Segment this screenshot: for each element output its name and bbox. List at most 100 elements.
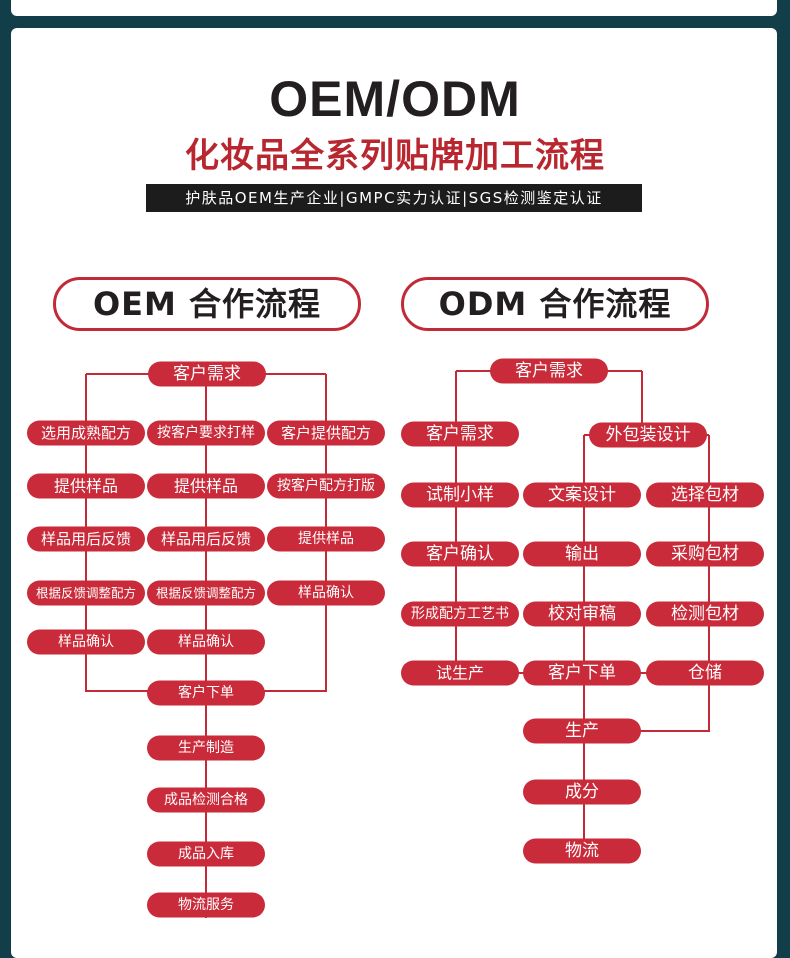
odm-step-shape <box>523 541 641 567</box>
oem-step-label: 客户下单 <box>178 684 234 701</box>
odm-heading: ODM 合作流程 <box>401 277 709 331</box>
odm-step-node: 客户下单 <box>523 660 641 686</box>
odm-step-node: 客户需求 <box>490 358 608 384</box>
oem-step-node: 样品用后反馈 <box>27 526 145 552</box>
odm-step-node: 输出 <box>523 541 641 567</box>
odm-step-shape <box>646 660 764 686</box>
oem-step-shape <box>27 473 145 499</box>
odm-step-label: 试制小样 <box>426 485 494 505</box>
odm-step-label: 校对审稿 <box>548 604 616 624</box>
odm-step-node: 外包装设计 <box>589 422 707 448</box>
oem-step-shape <box>267 526 385 552</box>
odm-step-node: 试生产 <box>401 660 519 686</box>
odm-step-label: 物流 <box>565 841 599 861</box>
odm-step-shape <box>523 718 641 744</box>
odm-step-label: 客户下单 <box>548 663 616 683</box>
odm-step-label: 试生产 <box>436 664 484 683</box>
oem-step-node: 按客户配方打版 <box>267 473 385 499</box>
oem-step-shape <box>147 680 265 706</box>
oem-heading: OEM 合作流程 <box>53 277 361 331</box>
odm-step-shape <box>523 838 641 864</box>
oem-step-label: 客户提供配方 <box>281 424 371 442</box>
oem-step-node: 按客户要求打样 <box>147 420 265 446</box>
oem-step-shape <box>147 526 265 552</box>
oem-step-shape <box>267 473 385 499</box>
oem-step-shape <box>147 473 265 499</box>
oem-step-node: 样品确认 <box>147 629 265 655</box>
oem-step-shape <box>27 629 145 655</box>
oem-step-shape <box>267 580 385 606</box>
odm-step-shape <box>401 421 519 447</box>
oem-step-node: 根据反馈调整配方 <box>147 580 265 606</box>
oem-step-label: 样品确认 <box>298 585 354 601</box>
oem-step-node: 客户下单 <box>147 680 265 706</box>
odm-step-node: 客户确认 <box>401 541 519 567</box>
odm-step-shape <box>523 482 641 508</box>
certification-banner: 护肤品OEM生产企业|GMPC实力认证|SGS检测鉴定认证 <box>146 184 642 212</box>
oem-step-label: 选用成熟配方 <box>41 424 131 442</box>
oem-step-shape <box>267 420 385 446</box>
odm-step-label: 客户确认 <box>426 544 494 564</box>
oem-step-label: 成品入库 <box>178 846 234 862</box>
oem-step-label: 提供样品 <box>298 531 354 547</box>
oem-step-node: 生产制造 <box>147 735 265 761</box>
odm-step-label: 仓储 <box>688 663 722 683</box>
odm-step-label: 采购包材 <box>671 544 739 564</box>
odm-step-label: 客户需求 <box>515 361 583 381</box>
oem-step-label: 提供样品 <box>54 477 118 496</box>
oem-step-label: 样品确认 <box>58 634 114 650</box>
odm-step-shape <box>523 660 641 686</box>
oem-step-shape <box>148 361 266 387</box>
oem-step-shape <box>147 841 265 867</box>
oem-step-node: 样品确认 <box>267 580 385 606</box>
odm-step-node: 试制小样 <box>401 482 519 508</box>
page-subtitle: 化妆品全系列贴牌加工流程 <box>185 136 605 176</box>
oem-step-label: 按客户要求打样 <box>157 424 255 441</box>
flow-connector <box>584 435 710 732</box>
odm-step-shape <box>523 779 641 805</box>
odm-step-shape <box>523 601 641 627</box>
odm-step-shape <box>401 541 519 567</box>
oem-step-node: 样品用后反馈 <box>147 526 265 552</box>
oem-step-node: 根据反馈调整配方 <box>27 580 145 606</box>
odm-step-node: 采购包材 <box>646 541 764 567</box>
odm-step-node: 成分 <box>523 779 641 805</box>
odm-step-shape <box>401 660 519 686</box>
oem-step-label: 物流服务 <box>178 897 234 913</box>
odm-step-node: 客户需求 <box>401 421 519 447</box>
page-title: OEM/ODM <box>269 71 521 127</box>
odm-step-label: 成分 <box>565 782 599 802</box>
odm-step-label: 文案设计 <box>548 485 616 505</box>
odm-step-shape <box>490 358 608 384</box>
top-card-edge <box>11 0 777 16</box>
odm-step-label: 形成配方工艺书 <box>411 606 509 622</box>
oem-step-node: 提供样品 <box>147 473 265 499</box>
oem-step-label: 客户需求 <box>173 364 241 384</box>
oem-step-shape <box>147 892 265 918</box>
oem-step-shape <box>27 580 145 606</box>
odm-step-shape <box>646 482 764 508</box>
odm-step-node: 文案设计 <box>523 482 641 508</box>
odm-step-node: 形成配方工艺书 <box>401 601 519 627</box>
odm-step-label: 输出 <box>565 544 599 564</box>
odm-step-shape <box>401 601 519 627</box>
oem-step-label: 根据反馈调整配方 <box>156 586 256 601</box>
odm-step-node: 检测包材 <box>646 601 764 627</box>
oem-step-node: 成品检测合格 <box>147 787 265 813</box>
oem-step-label: 成品检测合格 <box>164 792 248 808</box>
oem-step-shape <box>147 787 265 813</box>
oem-step-node: 客户提供配方 <box>267 420 385 446</box>
oem-step-node: 物流服务 <box>147 892 265 918</box>
oem-step-label: 样品用后反馈 <box>41 530 131 548</box>
oem-step-node: 提供样品 <box>267 526 385 552</box>
oem-step-label: 生产制造 <box>178 740 234 756</box>
odm-step-label: 选择包材 <box>671 485 739 505</box>
odm-step-node: 仓储 <box>646 660 764 686</box>
oem-step-shape <box>147 420 265 446</box>
oem-step-label: 提供样品 <box>174 477 238 496</box>
odm-step-node: 校对审稿 <box>523 601 641 627</box>
odm-step-label: 外包装设计 <box>606 425 691 445</box>
oem-step-shape <box>27 420 145 446</box>
odm-step-node: 物流 <box>523 838 641 864</box>
oem-step-node: 成品入库 <box>147 841 265 867</box>
